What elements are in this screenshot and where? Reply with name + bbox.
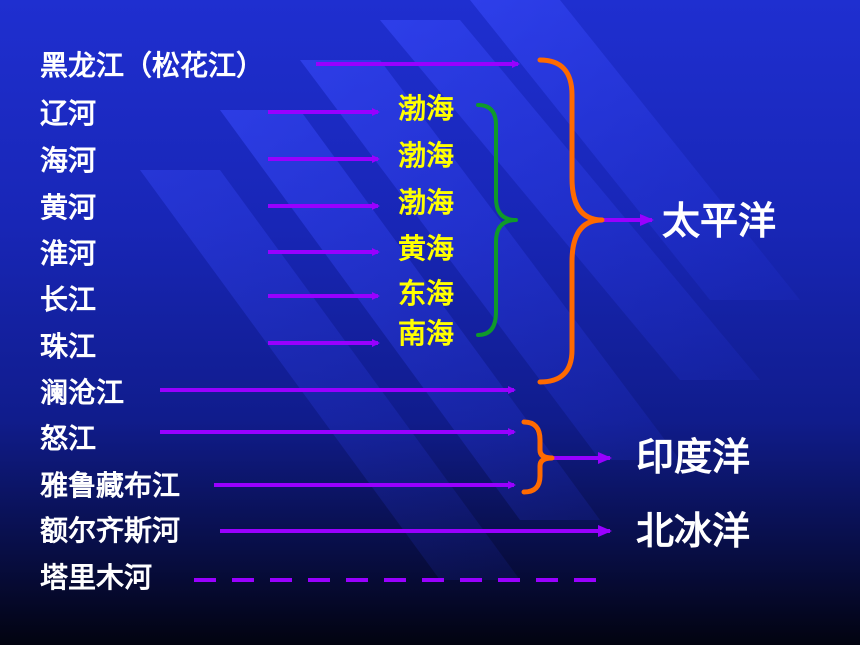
sea-label-huanghe: 渤海 — [398, 186, 454, 219]
river-label-huanghe: 黄河 — [40, 191, 96, 224]
river-label-lancangjiang: 澜沧江 — [40, 376, 124, 409]
sea-labels: 渤海 渤海 渤海 黄海 东海 南海 — [398, 92, 454, 350]
river-label-tarim: 塔里木河 — [40, 561, 152, 594]
river-label-haihe: 海河 — [40, 144, 96, 177]
sea-label-changjiang: 东海 — [398, 277, 454, 310]
sea-label-liaohe: 渤海 — [398, 92, 454, 125]
background-stripes — [140, 0, 800, 580]
river-label-huaihe: 淮河 — [40, 237, 96, 270]
river-label-changjiang: 长江 — [40, 283, 96, 316]
river-label-yarlung: 雅鲁藏布江 — [40, 469, 180, 502]
river-labels: 黑龙江（松花江） 辽河 海河 黄河 淮河 长江 珠江 澜沧江 怒江 雅鲁藏布江 … — [40, 49, 264, 594]
indian-brace — [521, 419, 555, 495]
river-label-heilongjiang: 黑龙江（松花江） — [40, 49, 264, 82]
ocean-labels: 太平洋 印度洋 北冰洋 — [636, 199, 776, 553]
ocean-label-pacific: 太平洋 — [662, 199, 776, 243]
river-label-nujiang: 怒江 — [40, 422, 96, 455]
ocean-label-indian: 印度洋 — [636, 435, 750, 479]
pacific-brace — [537, 57, 605, 385]
river-arrows — [160, 60, 654, 582]
bohai-group-brace — [476, 103, 518, 337]
river-label-ertix: 额尔齐斯河 — [40, 514, 180, 547]
sea-label-huaihe: 黄海 — [398, 232, 454, 265]
river-label-liaohe: 辽河 — [40, 97, 96, 130]
river-label-zhujiang: 珠江 — [40, 330, 96, 363]
ocean-label-arctic: 北冰洋 — [636, 509, 750, 553]
braces — [476, 57, 605, 495]
sea-label-zhujiang: 南海 — [398, 317, 454, 350]
sea-label-haihe: 渤海 — [398, 139, 454, 172]
